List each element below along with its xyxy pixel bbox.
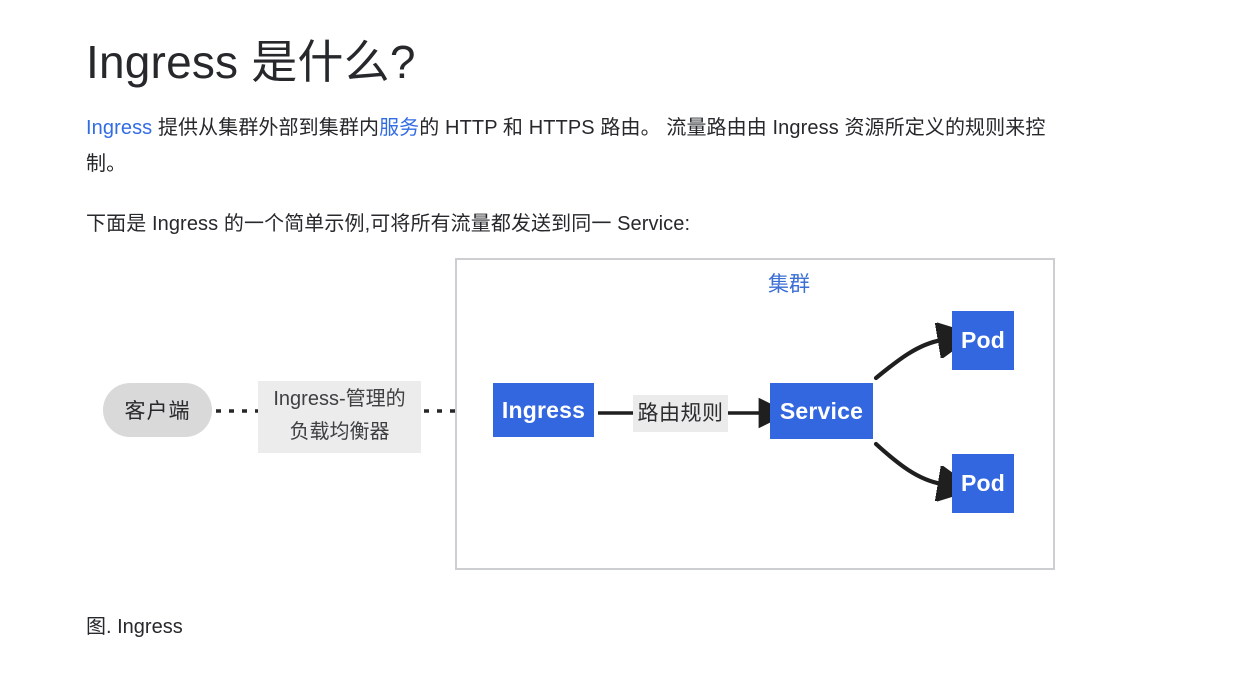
client-node[interactable]: 客户端 bbox=[103, 383, 212, 437]
diagram-canvas: 集群 客户端 Ingress-管理的 负载均衡器 Ingress 路由规则 Se… bbox=[86, 248, 1086, 584]
cluster-label: 集群 bbox=[768, 273, 810, 296]
lb-label-line2: 负载均衡器 bbox=[289, 421, 390, 443]
ingress-link[interactable]: Ingress bbox=[86, 117, 153, 139]
figure-caption: 图. Ingress bbox=[86, 616, 183, 638]
load-balancer-edge-label: Ingress-管理的 负载均衡器 bbox=[258, 381, 421, 453]
lb-label-line1: Ingress-管理的 bbox=[273, 388, 406, 410]
pod-node-bottom[interactable]: Pod bbox=[952, 454, 1014, 513]
intro-paragraph: Ingress 提供从集群外部到集群内服务的 HTTP 和 HTTPS 路由。 … bbox=[86, 110, 1071, 182]
ingress-node[interactable]: Ingress bbox=[493, 383, 594, 437]
route-rule-edge-label: 路由规则 bbox=[633, 395, 728, 432]
intro-text-part2: 的 HTTP 和 HTTPS 路由。 流量路由由 Ingress 资源所定义的规… bbox=[86, 117, 1046, 175]
ingress-figure: 集群 客户端 Ingress-管理的 负载均衡器 Ingress 路由规则 Se… bbox=[86, 248, 1086, 648]
intro-text-part1: 提供从集群外部到集群内 bbox=[152, 117, 380, 139]
service-node[interactable]: Service bbox=[770, 383, 873, 439]
service-link[interactable]: 服务 bbox=[379, 117, 420, 139]
page-title: Ingress 是什么? bbox=[86, 35, 416, 88]
pod-node-top[interactable]: Pod bbox=[952, 311, 1014, 370]
example-paragraph: 下面是 Ingress 的一个简单示例,可将所有流量都发送到同一 Service… bbox=[86, 213, 691, 235]
